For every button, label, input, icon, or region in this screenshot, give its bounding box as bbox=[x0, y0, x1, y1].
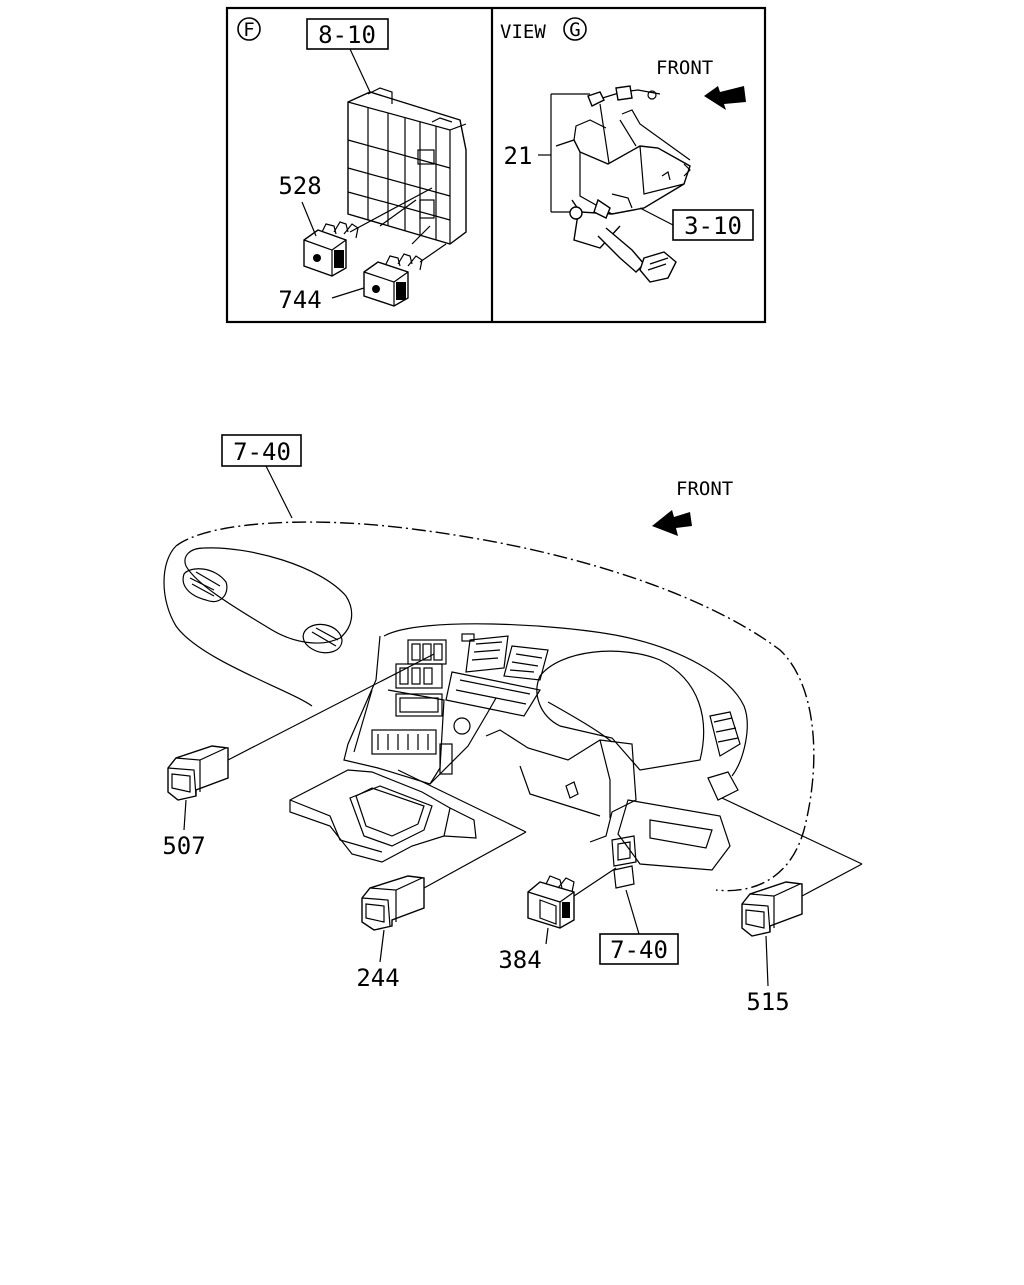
panel-g: VIEW G FRONT bbox=[500, 17, 754, 283]
relay-box-illustration bbox=[347, 87, 467, 245]
dashboard-illustration bbox=[163, 521, 815, 892]
switch-507-illustration bbox=[167, 745, 229, 801]
part-515-label: 515 bbox=[746, 988, 789, 1016]
switch-244-illustration bbox=[361, 875, 425, 931]
part-744-label: 744 bbox=[278, 286, 321, 314]
main-view: 7-40 FRONT bbox=[162, 434, 863, 1016]
main-front-arrow-icon bbox=[652, 510, 692, 536]
main-ref-label-bottom: 7-40 bbox=[610, 936, 668, 964]
panel-f-marker-circle bbox=[237, 17, 261, 41]
panel-g-ref-label: 3-10 bbox=[684, 212, 742, 240]
view-marker-circle bbox=[563, 17, 587, 41]
top-frame bbox=[225, 6, 767, 324]
panel-f-ref-box bbox=[306, 18, 389, 50]
part-384-label: 384 bbox=[498, 946, 541, 974]
panel-f-marker: F bbox=[243, 19, 254, 41]
relay-528-illustration bbox=[303, 221, 359, 277]
panel-f: F 8-10 bbox=[237, 17, 467, 314]
relay-744-illustration bbox=[363, 253, 423, 307]
panel-g-front-arrow-icon bbox=[704, 86, 746, 110]
main-ref-label-top: 7-40 bbox=[233, 438, 291, 466]
part-528-label: 528 bbox=[278, 172, 321, 200]
view-marker: G bbox=[569, 19, 580, 41]
relay-384-illustration bbox=[527, 875, 575, 929]
main-ref-box-top bbox=[221, 434, 302, 467]
pedal-bracket-illustration bbox=[555, 85, 691, 283]
main-front-label: FRONT bbox=[676, 478, 733, 500]
panel-g-front-label: FRONT bbox=[656, 57, 713, 79]
panel-f-ref-label: 8-10 bbox=[318, 21, 376, 49]
view-label: VIEW bbox=[500, 21, 546, 43]
part-507-label: 507 bbox=[162, 832, 205, 860]
part-21-label: 21 bbox=[504, 142, 533, 170]
switch-515-illustration bbox=[741, 881, 803, 937]
part-244-label: 244 bbox=[356, 964, 399, 992]
